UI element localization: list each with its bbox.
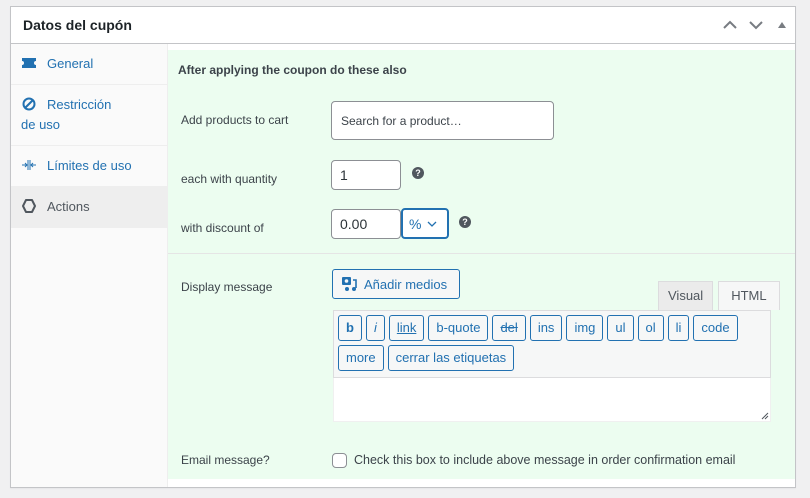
discount-input[interactable]: 0.00 [331, 209, 401, 239]
qt-del-button[interactable]: del [492, 315, 526, 341]
chevron-down-icon [749, 21, 763, 30]
tab-visual[interactable]: Visual [658, 281, 714, 310]
quantity-input[interactable]: 1 [331, 160, 401, 190]
quantity-label: each with quantity [181, 172, 278, 186]
discount-value: 0.00 [340, 216, 368, 232]
search-placeholder: Search for a product… [341, 113, 462, 128]
qt-close-tags-button[interactable]: cerrar las etiquetas [387, 345, 515, 371]
tab-usage-restriction[interactable]: Restricción de uso [11, 85, 167, 146]
triangle-up-icon [778, 22, 786, 28]
block-icon [22, 97, 36, 111]
help-icon[interactable]: ? [412, 167, 424, 179]
help-icon[interactable]: ? [459, 216, 471, 228]
display-message-label: Display message [181, 280, 273, 294]
discount-type-value: % [409, 215, 422, 232]
qt-ins-button[interactable]: ins [529, 315, 563, 341]
metabox-header: Datos del cupón [11, 7, 795, 44]
resize-handle-icon[interactable] [761, 412, 769, 420]
metabox-title: Datos del cupón [23, 17, 132, 33]
tab-label: General [47, 56, 94, 71]
tab-actions[interactable]: Actions [11, 187, 167, 228]
add-media-button[interactable]: Añadir medios [332, 269, 460, 299]
section-title: After applying the coupon do these also [178, 63, 407, 77]
qt-blockquote-button[interactable]: b-quote [428, 315, 489, 341]
limits-icon [22, 160, 36, 170]
panel-bottom-strip [168, 479, 795, 487]
metabox-inside: General Restricción de uso Límites de uso… [11, 44, 795, 487]
qt-ol-button[interactable]: ol [637, 315, 664, 341]
quantity-value: 1 [340, 167, 348, 183]
tab-label: Actions [47, 199, 90, 214]
qt-link-button[interactable]: link [388, 315, 425, 341]
chevron-up-icon [723, 20, 737, 29]
toggle-panel-button[interactable] [769, 7, 795, 43]
media-icon [342, 277, 357, 291]
tab-label-line2: de uso [21, 117, 61, 132]
ticket-icon [22, 58, 36, 68]
tab-general[interactable]: General [11, 44, 167, 85]
panel-top-strip [168, 44, 795, 50]
product-search-input[interactable]: Search for a product… [331, 101, 554, 140]
coupon-data-metabox: Datos del cupón General Restricción de us… [10, 6, 796, 488]
discount-type-select[interactable]: % [401, 208, 449, 239]
coupon-tabs: General Restricción de uso Límites de uso… [11, 44, 168, 487]
email-checkbox-label[interactable]: Check this box to include above message … [354, 453, 736, 467]
add-media-label: Añadir medios [364, 276, 448, 292]
tab-html[interactable]: HTML [718, 281, 780, 310]
tab-usage-limits[interactable]: Límites de uso [11, 146, 167, 187]
gear-icon [22, 199, 36, 213]
move-down-button[interactable] [743, 7, 769, 43]
message-textarea[interactable] [333, 378, 771, 422]
tab-label: Límites de uso [47, 158, 132, 173]
chevron-down-icon [427, 221, 437, 227]
qt-ul-button[interactable]: ul [607, 315, 634, 341]
quicktags-row-1: b i link b-quote del ins img ul ol li co… [338, 315, 770, 341]
qt-li-button[interactable]: li [667, 315, 690, 341]
header-actions [717, 7, 795, 43]
actions-panel: After applying the coupon do these also … [168, 44, 795, 487]
qt-bold-button[interactable]: b [338, 315, 362, 341]
qt-italic-button[interactable]: i [365, 315, 385, 341]
qt-img-button[interactable]: img [566, 315, 604, 341]
qt-code-button[interactable]: code [693, 315, 738, 341]
quicktags-row-2: more cerrar las etiquetas [338, 345, 770, 371]
editor-tabs: Visual HTML [658, 281, 780, 310]
quicktags-toolbar: b i link b-quote del ins img ul ol li co… [333, 310, 771, 378]
discount-label: with discount of [181, 221, 264, 235]
move-up-button[interactable] [717, 7, 743, 43]
qt-more-button[interactable]: more [338, 345, 384, 371]
email-message-checkbox[interactable] [332, 453, 347, 468]
add-products-label: Add products to cart [181, 113, 289, 127]
email-message-label: Email message? [181, 453, 270, 467]
section-divider [168, 253, 795, 254]
tab-label: Restricción [47, 97, 112, 112]
